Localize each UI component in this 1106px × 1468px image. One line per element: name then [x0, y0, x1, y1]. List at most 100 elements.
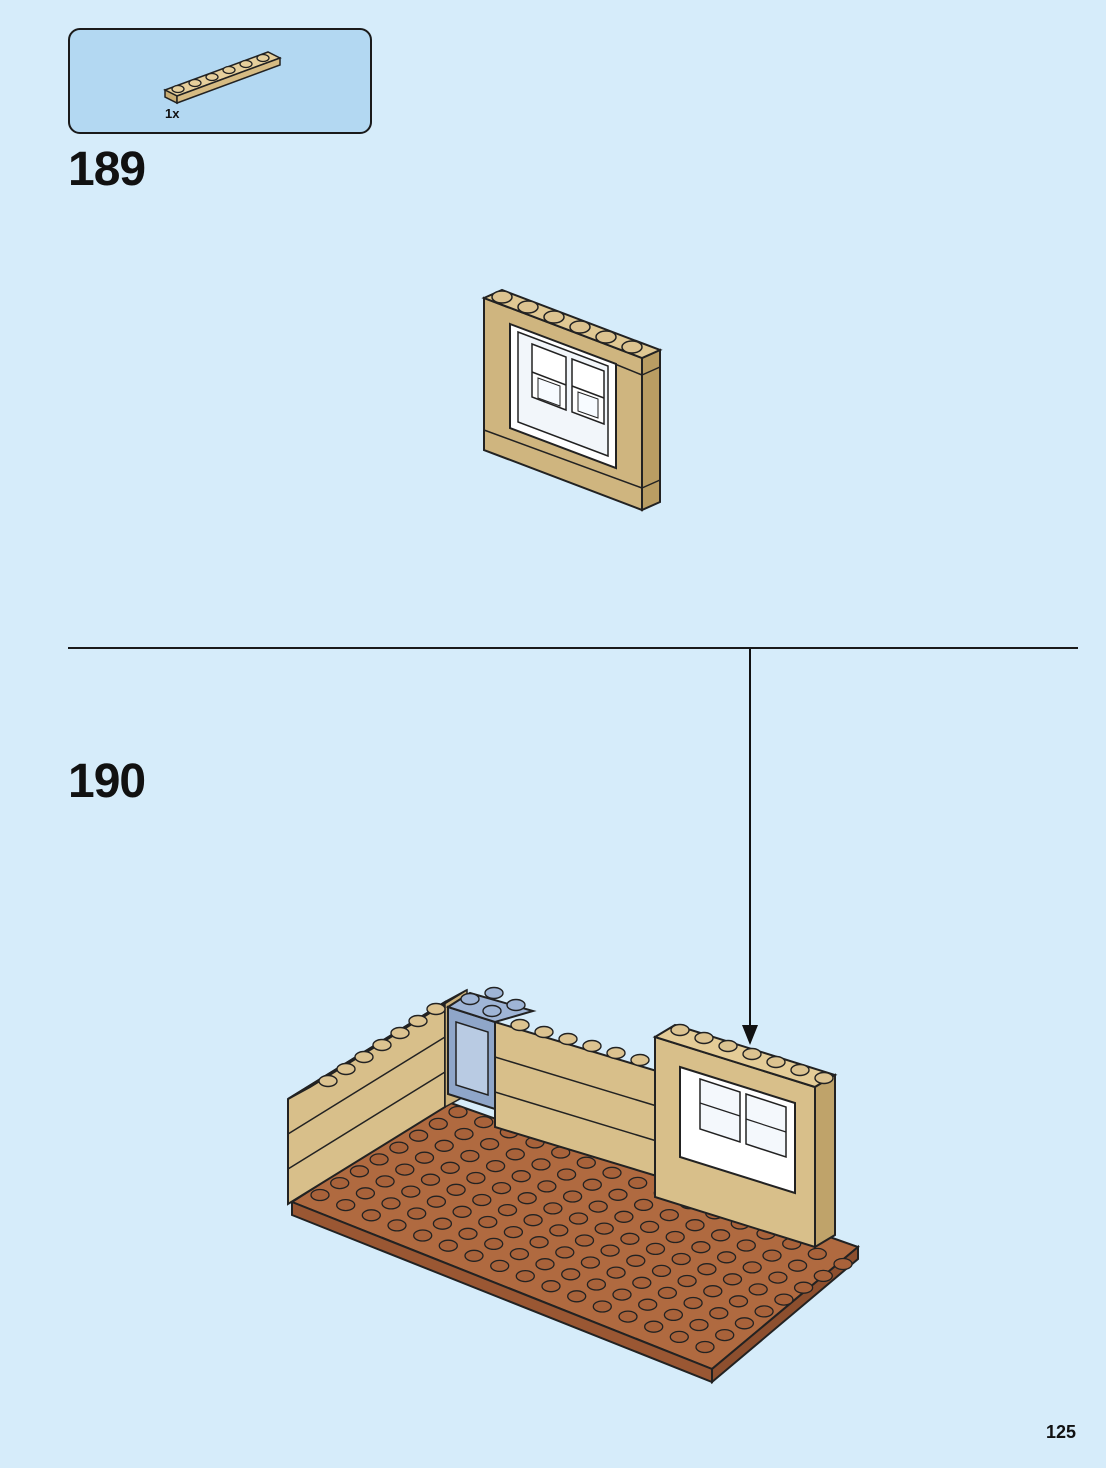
base-stud — [653, 1265, 671, 1276]
base-stud — [558, 1169, 576, 1180]
base-stud — [583, 1179, 601, 1190]
base-stud — [576, 1235, 594, 1246]
base-stud — [516, 1271, 534, 1282]
base-stud — [730, 1296, 748, 1307]
base-stud — [603, 1167, 621, 1178]
base-stud — [678, 1276, 696, 1287]
base-stud — [763, 1250, 781, 1261]
base-stud — [416, 1152, 434, 1163]
base-stud — [530, 1237, 548, 1248]
base-stud — [639, 1299, 657, 1310]
base-stud — [461, 1151, 479, 1162]
base-stud — [647, 1243, 665, 1254]
base-stud — [696, 1342, 714, 1353]
base-stud — [684, 1298, 702, 1309]
base-stud — [506, 1149, 524, 1160]
base-stud — [814, 1270, 832, 1281]
base-stud — [737, 1240, 755, 1251]
base-stud — [556, 1247, 574, 1258]
base-stud — [564, 1191, 582, 1202]
base-stud — [447, 1184, 465, 1195]
base-stud — [396, 1164, 414, 1175]
base-stud — [536, 1259, 554, 1270]
tan-plate-1x6-icon — [160, 42, 290, 112]
base-stud — [455, 1129, 473, 1140]
base-stud — [589, 1201, 607, 1212]
base-stud — [479, 1217, 497, 1228]
base-stud — [487, 1161, 505, 1172]
base-stud — [621, 1233, 639, 1244]
base-stud — [607, 1267, 625, 1278]
base-stud — [429, 1118, 447, 1129]
base-stud — [382, 1198, 400, 1209]
base-stud — [390, 1142, 408, 1153]
base-stud — [581, 1257, 599, 1268]
base-stud — [402, 1186, 420, 1197]
base-stud — [619, 1311, 637, 1322]
base-stud — [629, 1177, 647, 1188]
base-stud — [435, 1140, 453, 1151]
base-stud — [795, 1282, 813, 1293]
base-stud — [698, 1264, 716, 1275]
base-stud — [376, 1176, 394, 1187]
base-stud — [433, 1218, 451, 1229]
base-stud — [512, 1171, 530, 1182]
base-stud — [613, 1289, 631, 1300]
base-stud — [524, 1215, 542, 1226]
base-stud — [550, 1225, 568, 1236]
base-stud — [481, 1139, 499, 1150]
base-stud — [441, 1162, 459, 1173]
base-stud — [331, 1178, 349, 1189]
base-stud — [755, 1306, 773, 1317]
base-stud — [518, 1193, 536, 1204]
base-stud — [834, 1259, 852, 1270]
base-stud — [633, 1277, 651, 1288]
base-stud — [712, 1230, 730, 1241]
base-stud — [473, 1195, 491, 1206]
parts-callout: 1x — [68, 28, 372, 134]
base-stud — [627, 1255, 645, 1266]
base-stud — [686, 1220, 704, 1231]
base-stud — [414, 1230, 432, 1241]
base-stud — [692, 1242, 710, 1253]
base-stud — [775, 1294, 793, 1305]
base-stud — [504, 1227, 522, 1238]
base-stud — [716, 1330, 734, 1341]
base-stud — [690, 1320, 708, 1331]
base-stud — [658, 1287, 676, 1298]
base-stud — [337, 1200, 355, 1211]
base-stud — [467, 1173, 485, 1184]
base-stud — [704, 1286, 722, 1297]
base-stud — [449, 1107, 467, 1118]
step-number-190: 190 — [68, 754, 145, 809]
base-stud — [475, 1117, 493, 1128]
base-stud — [453, 1206, 471, 1217]
base-stud — [587, 1279, 605, 1290]
base-stud — [735, 1318, 753, 1329]
base-stud — [615, 1211, 633, 1222]
base-stud — [439, 1240, 457, 1251]
base-stud — [666, 1232, 684, 1243]
base-stud — [422, 1174, 440, 1185]
base-stud — [427, 1196, 445, 1207]
base-stud — [609, 1189, 627, 1200]
base-stud — [499, 1205, 517, 1216]
base-stud — [493, 1183, 511, 1194]
base-stud — [388, 1220, 406, 1231]
base-stud — [743, 1262, 761, 1273]
base-stud — [749, 1284, 767, 1295]
base-stud — [670, 1331, 688, 1342]
base-stud — [408, 1208, 426, 1219]
base-stud — [356, 1188, 374, 1199]
base-stud — [660, 1210, 678, 1221]
base-stud — [542, 1281, 560, 1292]
base-stud — [672, 1254, 690, 1265]
base-stud — [410, 1130, 428, 1141]
base-stud — [710, 1308, 728, 1319]
part-quantity: 1x — [165, 106, 179, 121]
base-stud — [491, 1260, 509, 1271]
base-stud — [641, 1221, 659, 1232]
base-stud — [570, 1213, 588, 1224]
wall-with-window-illustration — [470, 280, 680, 525]
base-stud — [370, 1154, 388, 1165]
